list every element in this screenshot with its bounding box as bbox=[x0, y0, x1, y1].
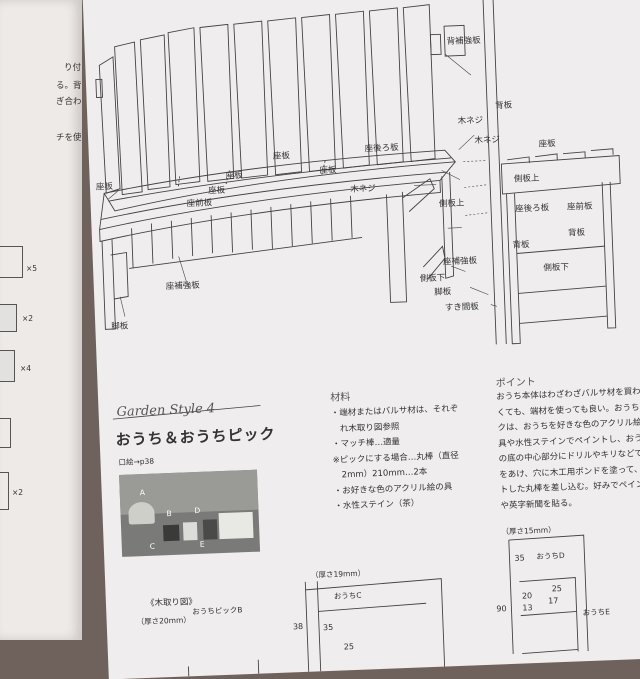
label-seat-left-top: 座板 bbox=[95, 181, 114, 193]
section-underline bbox=[112, 405, 261, 420]
point-title: ポイント bbox=[495, 376, 536, 390]
label-leg-side-view: 背板 bbox=[512, 240, 530, 251]
cutting-diagram-title: 《木取り図》 bbox=[145, 597, 198, 609]
white-board bbox=[218, 511, 254, 540]
label-gap-board: すき間板 bbox=[444, 302, 480, 314]
label-house-c: おうちC bbox=[333, 590, 362, 601]
quantity-label: ×2 bbox=[12, 488, 24, 497]
dimension-38: 38 bbox=[292, 621, 304, 632]
dimension-17: 17 bbox=[548, 596, 559, 606]
label-side-bottom-right: 側板下 bbox=[543, 262, 570, 274]
thickness-19: （厚さ19mm） bbox=[310, 568, 366, 580]
materials-list: ・端材またはバルサ材は、それぞ れ木取り図参照 ・マッチ棒…適量 ※ピックにする… bbox=[331, 402, 463, 515]
bench-seat bbox=[99, 149, 457, 243]
label-screw-right: 木ネジ bbox=[350, 183, 376, 195]
label-back-board: 背板 bbox=[494, 100, 513, 112]
dimension-20: 20 bbox=[521, 591, 533, 601]
left-text-line-4: チを使 bbox=[56, 133, 82, 143]
bench-diagram bbox=[95, 0, 621, 677]
left-text-line-1: り付 bbox=[64, 63, 82, 73]
thickness-20: （厚さ20mm） bbox=[136, 615, 191, 627]
main-page: 背補強板 背板 木ネジ 木ネジ 座板 座後ろ板 座板 座板 座板 座板 座前板 … bbox=[82, 0, 640, 679]
label-seat-front-board: 座前板 bbox=[186, 198, 213, 210]
page-reference: 口絵→p38 bbox=[118, 456, 155, 467]
label-side-top-right: 側板上 bbox=[513, 173, 540, 185]
label-screw-mid: 木ネジ bbox=[474, 135, 501, 147]
part-box-4 bbox=[0, 418, 11, 448]
left-page: り付 る。背 ぎ合わ チを使 ×5 ×2 ×4 ×2 bbox=[0, 0, 82, 640]
label-seat-b: 座板 bbox=[319, 165, 337, 177]
label-seat-rear-right: 座後ろ板 bbox=[514, 203, 550, 215]
label-seat-top: 座板 bbox=[272, 151, 291, 162]
house-figure bbox=[202, 519, 218, 540]
label-seat-reinforce: 座補強板 bbox=[165, 280, 201, 293]
house-figure bbox=[162, 524, 180, 542]
label-back-reinforce: 背補強板 bbox=[446, 35, 481, 48]
leader-lines bbox=[108, 53, 497, 317]
part-box-3 bbox=[0, 350, 15, 382]
quantity-label: ×2 bbox=[22, 314, 34, 323]
materials-title: 材料 bbox=[330, 392, 351, 404]
house-figure bbox=[182, 521, 198, 541]
label-leg-right: 脚板 bbox=[434, 287, 452, 298]
house-photo: A B C D E bbox=[119, 469, 261, 557]
dimension-90: 90 bbox=[496, 604, 507, 614]
label-house-e: おうちE bbox=[582, 607, 611, 618]
left-text-line-2: る。背 bbox=[56, 81, 82, 91]
label-seat-front-right: 座前板 bbox=[566, 201, 593, 213]
point-text: おうち本体はわざわざバルサ材を買わな くても、端材を使っても良い。おうちピッ ク… bbox=[496, 384, 640, 514]
label-seat-rear: 座後ろ板 bbox=[364, 142, 399, 155]
label-seat-board-side-view: 座板 bbox=[538, 138, 556, 150]
label-pick-b: おうちピックB bbox=[192, 605, 243, 617]
label-back-board-side-view: 背板 bbox=[567, 227, 586, 239]
dimension-13: 13 bbox=[522, 603, 533, 613]
label-seat-a: 座板 bbox=[225, 170, 243, 182]
label-side-top: 側板上 bbox=[438, 198, 465, 210]
label-leg-left: 脚板 bbox=[111, 321, 129, 333]
quantity-label: ×4 bbox=[20, 364, 32, 373]
photo-label-b: B bbox=[166, 508, 172, 519]
bench-legs bbox=[101, 172, 455, 330]
label-side-bottom: 側板下 bbox=[419, 273, 446, 285]
photo-label-c: C bbox=[149, 541, 156, 551]
part-box-5 bbox=[0, 472, 9, 510]
label-seat-reinforce-right: 座補強板 bbox=[442, 256, 478, 268]
plant-pot bbox=[128, 501, 155, 525]
thickness-15: （厚さ15mm） bbox=[501, 525, 556, 537]
label-house-d: おうちD bbox=[536, 550, 565, 561]
quantity-label: ×5 bbox=[26, 264, 38, 273]
label-screw-top: 木ネジ bbox=[457, 115, 484, 127]
photo-label-d: D bbox=[194, 505, 201, 516]
dimension-25: 25 bbox=[343, 642, 355, 652]
dimension-35: 35 bbox=[322, 622, 334, 633]
part-box-2 bbox=[0, 304, 17, 332]
bench-side-view bbox=[443, 0, 621, 345]
photo-label-a: A bbox=[139, 487, 146, 498]
dimension-25: 25 bbox=[551, 584, 563, 594]
photo-label-e: E bbox=[199, 539, 205, 549]
part-box-1 bbox=[0, 246, 23, 278]
left-text-line-3: ぎ合わ bbox=[56, 97, 82, 107]
dimension-35: 35 bbox=[514, 553, 525, 563]
